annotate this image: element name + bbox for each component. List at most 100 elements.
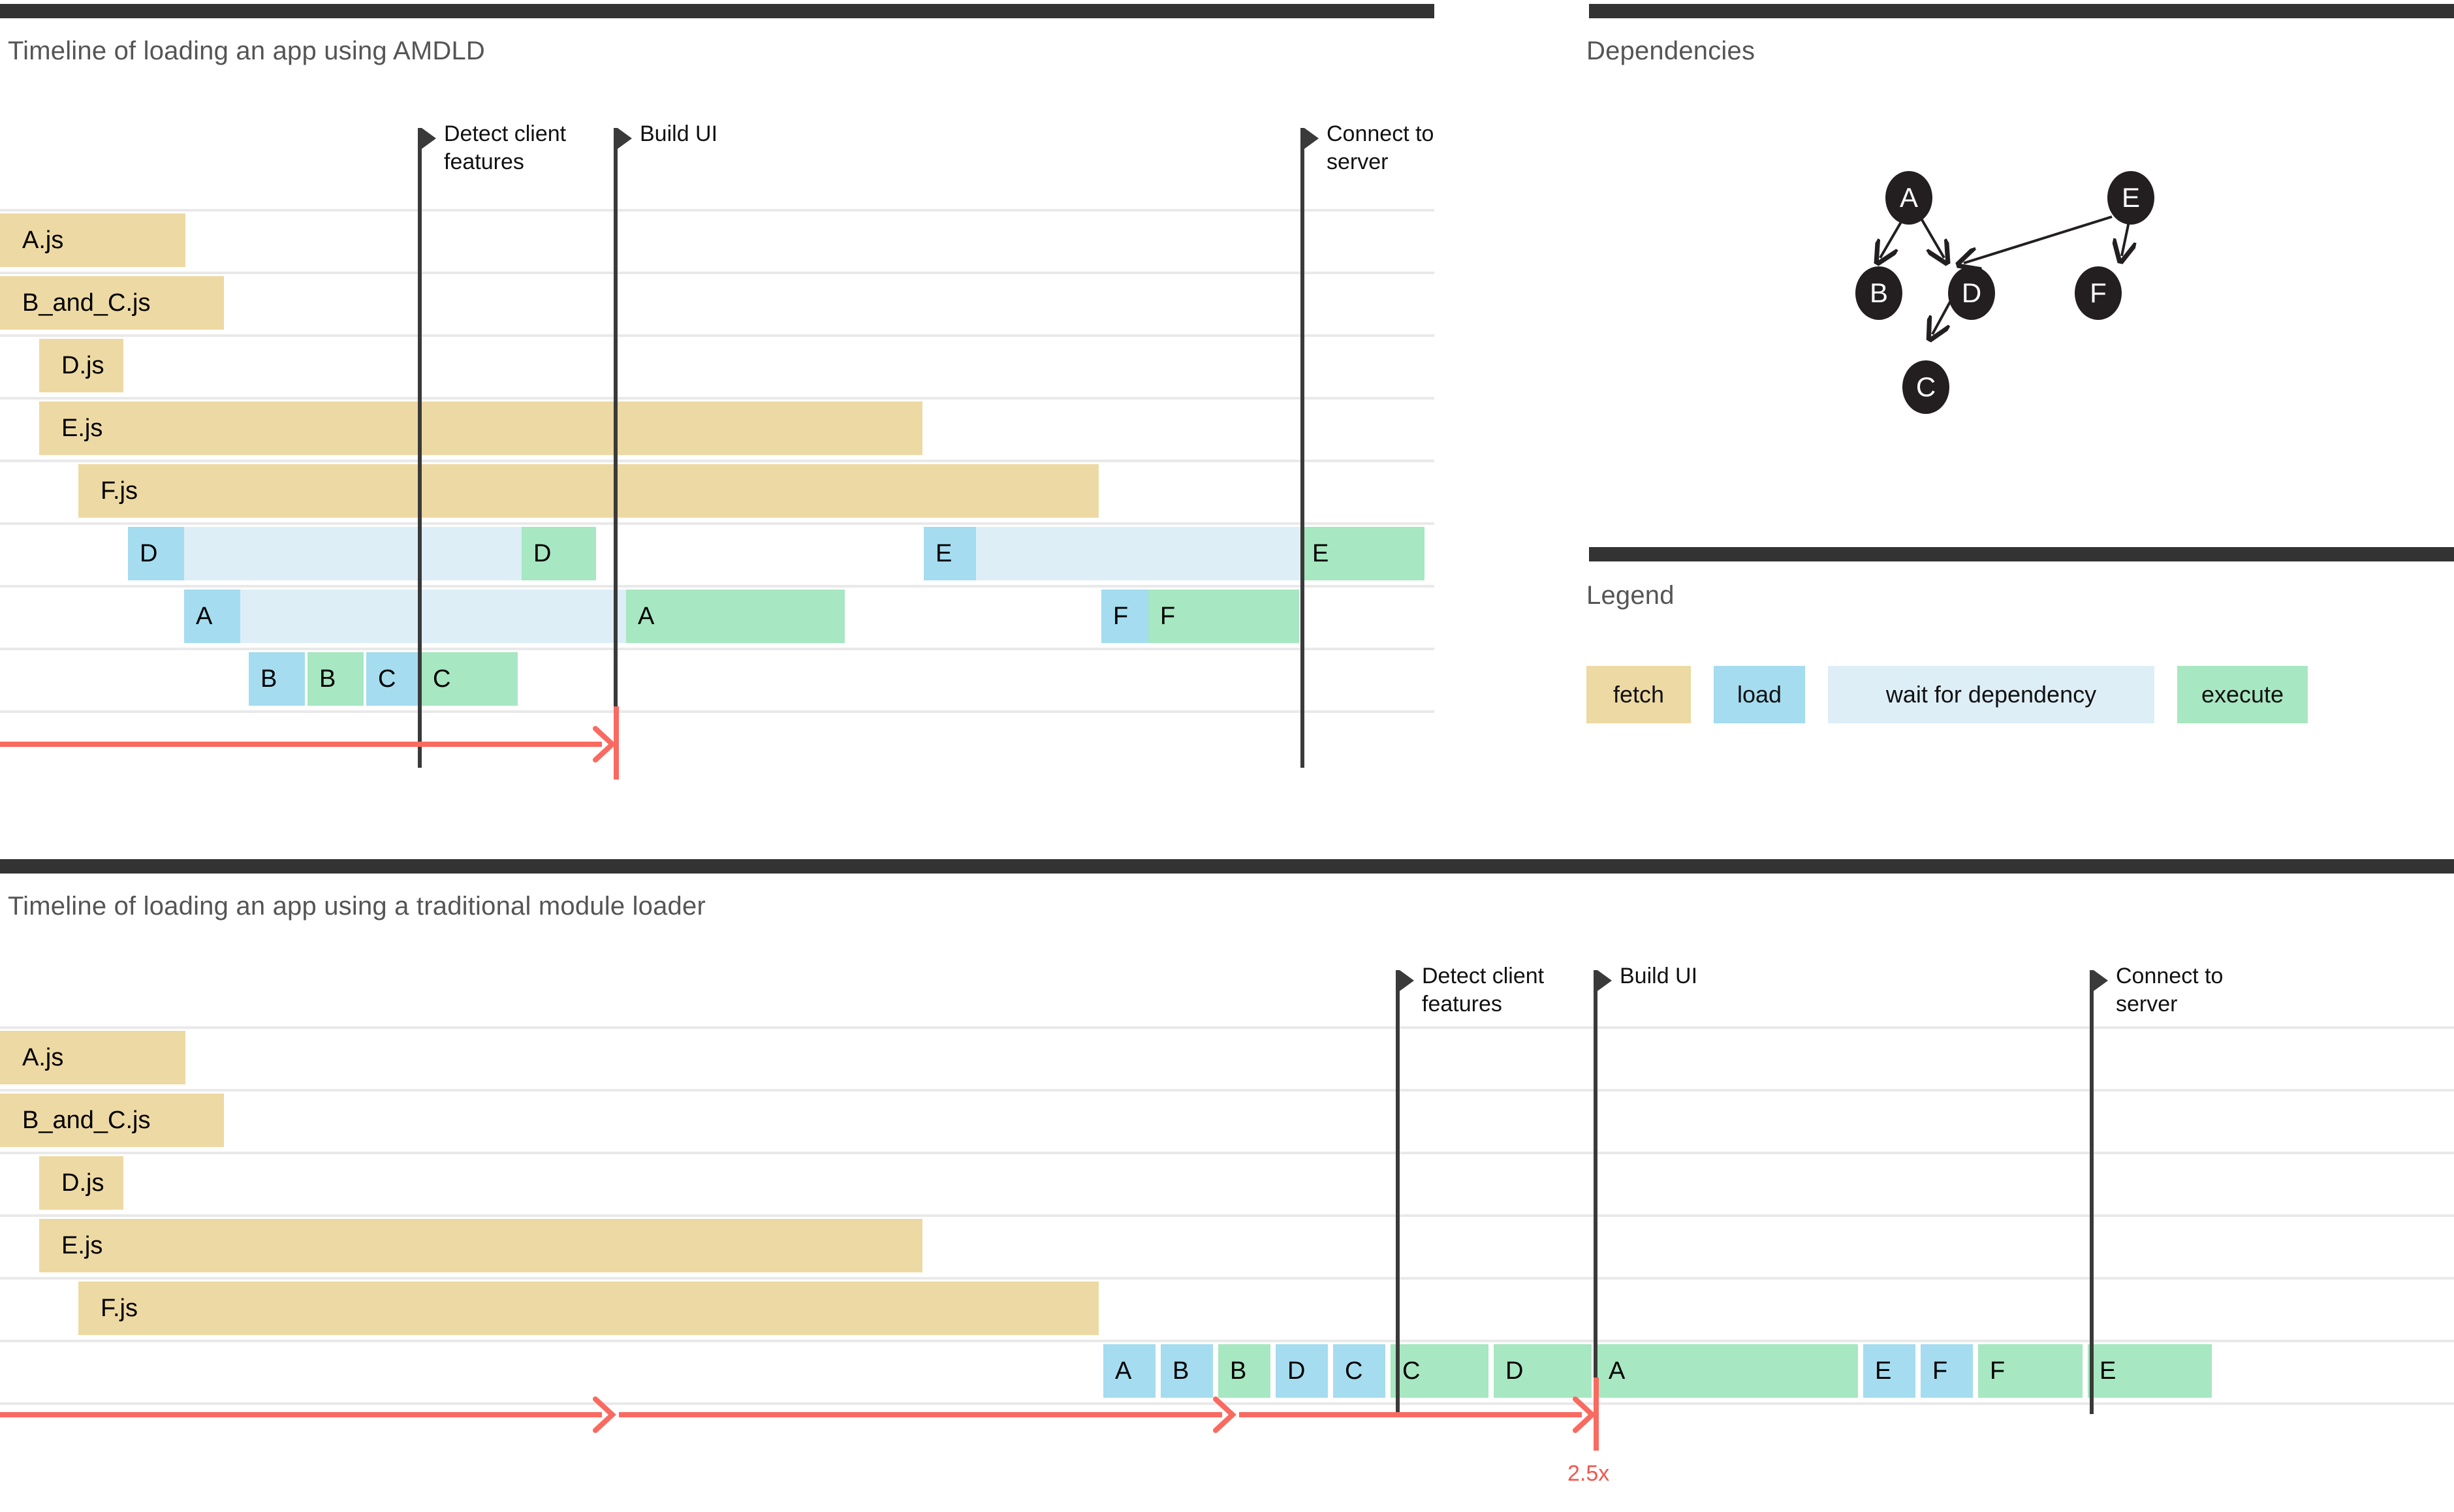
bar-label: E.js (61, 1231, 103, 1259)
bar-label: C (378, 665, 396, 693)
milestone-label: Detect client features (444, 121, 567, 174)
legend-item-label: execute (2201, 681, 2284, 708)
dep-node-f: F (2075, 266, 2122, 320)
bar-label: C (1402, 1357, 1421, 1385)
timeline-bar-exec: F (1978, 1344, 2083, 1398)
gridline (0, 460, 1434, 462)
bar-label: B (1230, 1357, 1247, 1385)
bar-label: B_and_C.js (22, 289, 151, 317)
milestone-flag-icon (1597, 970, 1612, 991)
measure-line (0, 742, 602, 747)
timeline-bar-load: E (1863, 1344, 1915, 1398)
timeline-bar-exec: A (1597, 1344, 1858, 1398)
milestone-line (1594, 970, 1597, 1414)
bar-label: D.js (61, 1169, 104, 1197)
bar-label: B (260, 665, 277, 693)
bar-label: E (936, 539, 952, 567)
timeline-bar-exec: C (421, 652, 518, 706)
milestone-line (1396, 970, 1400, 1414)
timeline-bar-exec: E (2088, 1344, 2212, 1398)
bar-label: A (1609, 1357, 1626, 1385)
dep-node-d: D (1948, 266, 1995, 320)
legend-item-label: load (1737, 681, 1782, 708)
bar-label: B_and_C.js (22, 1106, 151, 1134)
gridline (0, 1026, 2454, 1029)
timeline-bar-wait (184, 527, 522, 580)
timeline-bar-load: C (366, 652, 418, 706)
bar-label: D (533, 539, 552, 567)
bar-label: E (2100, 1357, 2116, 1385)
dependency-graph: A E B D F C (1828, 157, 2154, 431)
dependencies-panel-title: Dependencies (1586, 37, 1755, 65)
timeline-bar-exec: D (522, 527, 596, 580)
timeline-bar-exec: B (1218, 1344, 1270, 1398)
milestone-line (614, 128, 618, 768)
gridline (0, 1277, 2454, 1280)
legend-item-wait: wait for dependency (1828, 666, 2154, 723)
legend-item-label: wait for dependency (1885, 681, 2097, 708)
timeline-bar-load: E (924, 527, 976, 580)
legend-item-fetch: fetch (1586, 666, 1691, 723)
timeline-bar-exec: E (1300, 527, 1424, 580)
legend-item-execute: execute (2177, 666, 2308, 723)
milestone-label: Connect to server (1327, 121, 1434, 174)
timeline-bar-fetch: F.js (78, 464, 1099, 518)
bar-label: C (433, 665, 451, 693)
dep-node-a: A (1885, 171, 1932, 225)
dependencies-header-bar (1589, 4, 2454, 18)
measure-arrowhead-icon (1573, 1396, 1596, 1433)
bar-label: F (1990, 1357, 2006, 1385)
timeline-bar-exec: C (1391, 1344, 1488, 1398)
amdld-header-bar (0, 4, 1434, 18)
timeline-bar-fetch: F.js (78, 1282, 1099, 1335)
measure-endpoint-line (614, 706, 619, 780)
bar-label: A (1115, 1357, 1132, 1385)
timeline-bar-load: B (249, 652, 305, 706)
dep-node-e: E (2107, 171, 2154, 225)
timeline-bar-fetch: B_and_C.js (0, 1094, 224, 1147)
timeline-bar-load: D (128, 527, 184, 580)
gridline (0, 397, 1434, 400)
timeline-bar-load: F (1101, 590, 1148, 643)
timeline-bar-wait (240, 590, 626, 643)
bar-label: E.js (61, 414, 103, 442)
bar-label: B (1172, 1357, 1189, 1385)
amdld-panel-title: Timeline of loading an app using AMDLD (8, 37, 485, 65)
milestone-line (1300, 128, 1304, 768)
timeline-bar-wait (976, 527, 1300, 580)
gridline (0, 522, 1434, 525)
bar-label: F.js (101, 1294, 138, 1322)
gridline (0, 710, 1434, 713)
timeline-bar-load: B (1161, 1344, 1213, 1398)
bar-label: D.js (61, 351, 104, 379)
milestone-flag-icon (2094, 970, 2108, 991)
milestone-label: Build UI (1620, 964, 1698, 988)
measure-arrowhead-icon (593, 1396, 616, 1433)
gridline (0, 1402, 2454, 1405)
bar-label: A.js (22, 1043, 64, 1071)
bar-label: E (1312, 539, 1329, 567)
timeline-bar-exec: B (307, 652, 364, 706)
dependency-edges (1828, 215, 2154, 431)
bar-label: A (638, 602, 655, 630)
milestone-line (2090, 970, 2094, 1414)
gridline (0, 209, 1434, 212)
timeline-bar-exec: A (626, 590, 845, 643)
gridline (0, 1214, 2454, 1217)
timeline-bar-load: D (1276, 1344, 1328, 1398)
milestone-flag-icon (1400, 970, 1414, 991)
timeline-bar-fetch: E.js (39, 402, 922, 455)
gridline (0, 334, 1434, 337)
bar-label: C (1345, 1357, 1363, 1385)
measure-endpoint-line (1594, 1378, 1599, 1451)
timeline-bar-fetch: B_and_C.js (0, 276, 224, 330)
bar-label: F (1932, 1357, 1948, 1385)
timeline-bar-load: C (1333, 1344, 1385, 1398)
timeline-bar-fetch: D.js (39, 1156, 123, 1210)
milestone-flag-icon (618, 128, 632, 149)
bar-label: F (1113, 602, 1129, 630)
dep-node-b: B (1855, 266, 1902, 320)
timeline-bar-load: A (184, 590, 240, 643)
legend-panel-title: Legend (1586, 581, 1675, 610)
timeline-bar-fetch: A.js (0, 1031, 185, 1084)
